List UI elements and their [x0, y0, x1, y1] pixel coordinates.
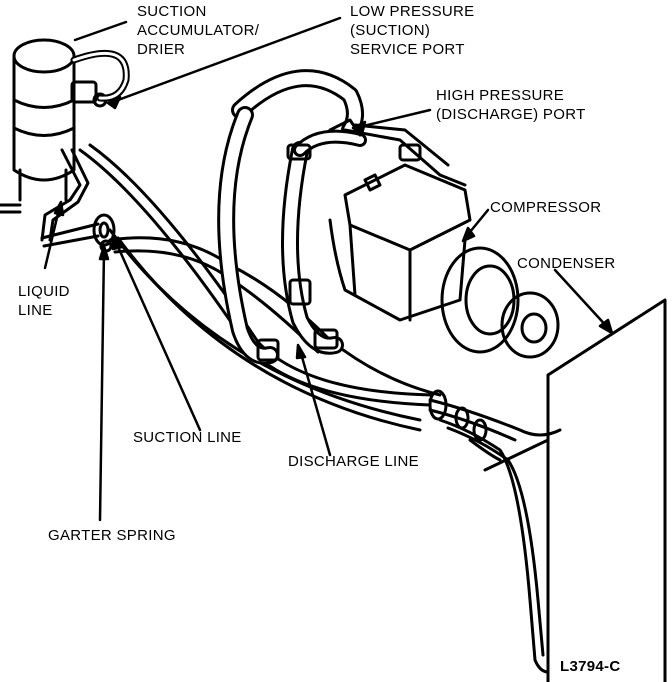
- label-suction-accumulator-line2: ACCUMULATOR/: [137, 22, 260, 39]
- liquid-line-pipe: [40, 148, 90, 242]
- label-condenser: CONDENSER: [517, 254, 616, 273]
- label-high-pressure-port: HIGH PRESSURE (DISCHARGE) PORT: [436, 86, 586, 124]
- label-liquid-line1: LIQUID: [18, 283, 70, 300]
- label-liquid-line2: LINE: [18, 302, 53, 319]
- label-compressor-text: COMPRESSOR: [490, 199, 602, 216]
- label-garter-spring-text: GARTER SPRING: [48, 527, 176, 544]
- compressor: [328, 118, 560, 359]
- accumulator-drier: [0, 38, 130, 214]
- condenser-housing: [483, 298, 667, 682]
- condenser-lines: [428, 389, 562, 674]
- label-liquid-line: LIQUID LINE: [18, 282, 70, 320]
- label-low-pressure-port: LOW PRESSURE (SUCTION) SERVICE PORT: [350, 2, 474, 59]
- label-low-pressure-line3: SERVICE PORT: [350, 41, 465, 58]
- label-high-pressure-line2: (DISCHARGE) PORT: [436, 106, 586, 123]
- label-high-pressure-line1: HIGH PRESSURE: [436, 87, 565, 104]
- label-suction-line-text: SUCTION LINE: [133, 429, 242, 446]
- hose-loops: [217, 69, 367, 365]
- label-condenser-text: CONDENSER: [517, 255, 616, 272]
- label-low-pressure-line1: LOW PRESSURE: [350, 3, 475, 20]
- figure-code-text: L3794-C: [560, 658, 621, 675]
- label-suction-line: SUCTION LINE: [133, 428, 242, 447]
- label-low-pressure-line2: (SUCTION): [350, 22, 431, 39]
- label-discharge-line-text: DISCHARGE LINE: [288, 453, 419, 470]
- label-compressor: COMPRESSOR: [490, 198, 601, 217]
- label-discharge-line: DISCHARGE LINE: [288, 452, 419, 471]
- suction-line-pipe: [78, 143, 434, 432]
- label-suction-accumulator: SUCTION ACCUMULATOR/ DRIER: [137, 2, 259, 59]
- figure-code: L3794-C: [560, 657, 620, 676]
- label-suction-accumulator-line1: SUCTION: [137, 3, 207, 20]
- label-suction-accumulator-line3: DRIER: [137, 41, 186, 58]
- label-garter-spring: GARTER SPRING: [48, 526, 176, 545]
- leader-lines: [43, 16, 614, 522]
